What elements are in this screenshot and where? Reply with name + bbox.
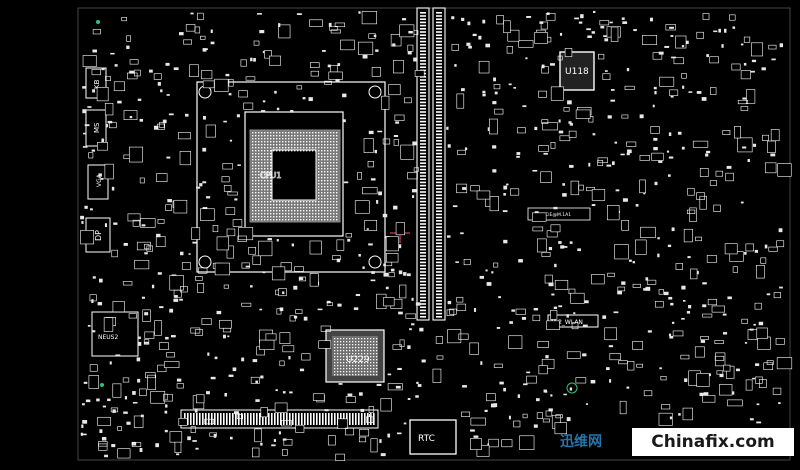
vga-label: VGA (96, 173, 103, 187)
rtc-battery[interactable]: RTC (409, 419, 457, 455)
watermark-mark: 迅维网 (560, 434, 602, 450)
pcie-pin-row (184, 413, 375, 425)
m2-pcie-slot[interactable]: M.2_PCIE@M.1A1 (527, 207, 591, 221)
chip-u118[interactable]: U118 (559, 51, 595, 91)
test-point (100, 383, 104, 387)
usb-label: NEUS2 (98, 334, 118, 341)
test-point (566, 382, 578, 394)
dimm-slot-a[interactable] (416, 7, 446, 321)
dp-label: DP (94, 230, 103, 241)
cpu-socket[interactable]: CPU1 (196, 81, 386, 273)
m2-pcie-label: M.2_PCIE@M.1A1 (532, 212, 571, 218)
ms-label: MS (93, 122, 101, 133)
kb-label: KB (93, 79, 101, 89)
m2-wlan-label: M.2_WLAN (551, 319, 583, 326)
cpu-label: CPU1 (260, 171, 281, 180)
u118-label: U118 (565, 67, 589, 77)
test-point (96, 20, 100, 24)
rtc-label: RTC (418, 434, 435, 444)
component-field (80, 10, 793, 461)
watermark-site: Chinafix.com (632, 428, 794, 456)
